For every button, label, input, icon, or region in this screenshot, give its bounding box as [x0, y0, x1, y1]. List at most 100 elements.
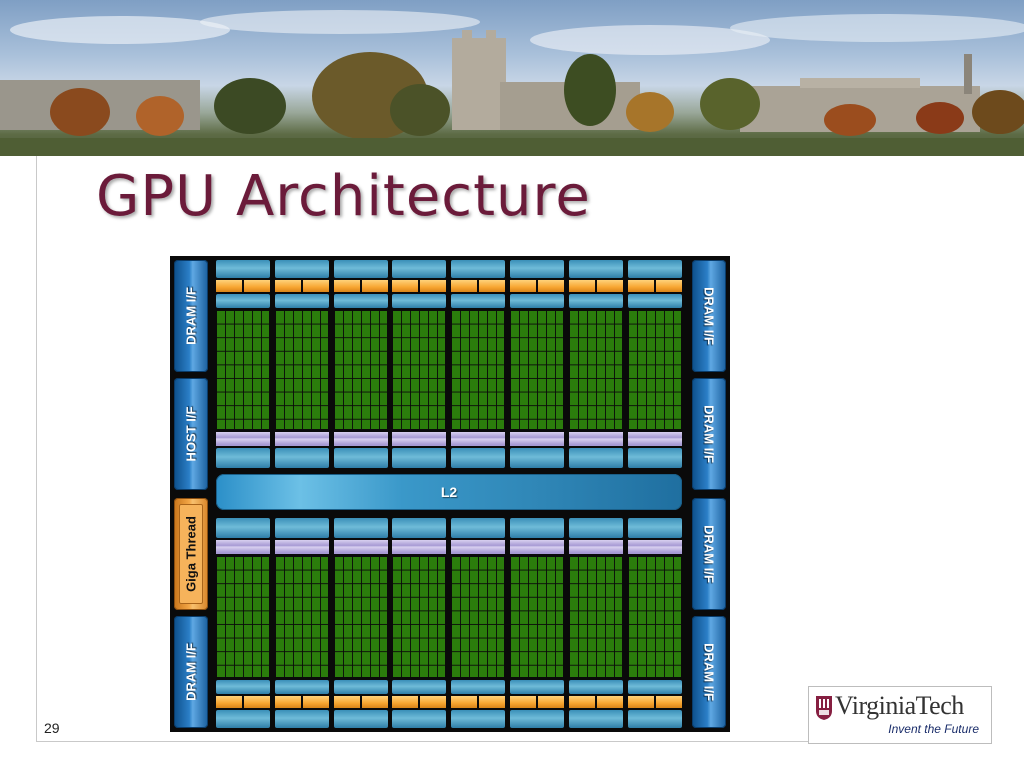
warp-scheduler-bar	[392, 696, 446, 708]
right-dram-interface-1-label: DRAM I/F	[701, 287, 717, 345]
warp-scheduler-bar	[569, 280, 623, 292]
warp-scheduler-bar	[510, 696, 564, 708]
shared-memory-bar	[451, 432, 505, 446]
campus-photo-illustration	[0, 10, 1024, 156]
texture-unit-bar	[628, 448, 682, 468]
instruction-cache-bar	[275, 260, 329, 278]
texture-unit-bar	[628, 518, 682, 538]
texture-unit-bar	[334, 518, 388, 538]
instruction-cache-bar	[216, 710, 270, 728]
shared-memory-bar	[569, 432, 623, 446]
logo-wordmark: VirginiaTech	[835, 691, 964, 720]
host-interface-label: HOST I/F	[183, 406, 199, 462]
register-file-bar	[334, 294, 388, 308]
streaming-multiprocessor-top	[216, 256, 270, 470]
cuda-core-grid	[569, 310, 623, 430]
register-file-bar	[569, 294, 623, 308]
giga-thread-label: Giga Thread	[183, 516, 199, 592]
shared-memory-bar	[451, 540, 505, 554]
cuda-core-grid	[334, 310, 388, 430]
texture-unit-bar	[216, 448, 270, 468]
left-dram-interface-top-label: DRAM I/F	[183, 287, 199, 345]
virginia-tech-logo: VirginiaTech Invent the Future	[808, 686, 992, 744]
host-interface: HOST I/F	[174, 378, 208, 490]
instruction-cache-bar	[510, 260, 564, 278]
instruction-cache-bar	[510, 710, 564, 728]
l2-cache: L2	[216, 474, 682, 510]
instruction-cache-bar	[451, 710, 505, 728]
streaming-multiprocessor-top	[275, 256, 329, 470]
warp-scheduler-bar	[510, 280, 564, 292]
gpu-architecture-diagram: DRAM I/F HOST I/F Giga Thread DRAM I/F D…	[170, 256, 730, 732]
streaming-multiprocessor-bottom	[451, 516, 505, 730]
streaming-multiprocessor-bottom	[392, 516, 446, 730]
streaming-multiprocessor-top	[451, 256, 505, 470]
instruction-cache-bar	[392, 710, 446, 728]
shared-memory-bar	[392, 432, 446, 446]
left-dram-interface-bottom-label: DRAM I/F	[183, 643, 199, 701]
streaming-multiprocessor-top	[510, 256, 564, 470]
slide-title: GPU Architecture	[96, 164, 591, 229]
instruction-cache-bar	[392, 260, 446, 278]
register-file-bar	[275, 294, 329, 308]
warp-scheduler-bar	[334, 696, 388, 708]
streaming-multiprocessor-bottom	[569, 516, 623, 730]
right-dram-interface-4-label: DRAM I/F	[701, 643, 717, 701]
right-dram-interface-3: DRAM I/F	[692, 498, 726, 610]
warp-scheduler-bar	[216, 280, 270, 292]
shared-memory-bar	[275, 432, 329, 446]
instruction-cache-bar	[451, 260, 505, 278]
warp-scheduler-bar	[451, 696, 505, 708]
right-dram-interface-4: DRAM I/F	[692, 616, 726, 728]
shared-memory-bar	[216, 540, 270, 554]
giga-thread-inner-panel	[179, 504, 203, 604]
texture-unit-bar	[216, 518, 270, 538]
cuda-core-grid	[569, 556, 623, 678]
instruction-cache-bar	[216, 260, 270, 278]
texture-unit-bar	[451, 518, 505, 538]
streaming-multiprocessor-bottom	[628, 516, 682, 730]
cuda-core-grid	[628, 310, 682, 430]
streaming-multiprocessor-bottom	[216, 516, 270, 730]
cuda-core-grid	[392, 310, 446, 430]
instruction-cache-bar	[628, 260, 682, 278]
logo-tagline: Invent the Future	[888, 722, 979, 736]
shared-memory-bar	[392, 540, 446, 554]
shared-memory-bar	[510, 432, 564, 446]
warp-scheduler-bar	[216, 696, 270, 708]
right-dram-interface-2-label: DRAM I/F	[701, 405, 717, 463]
texture-unit-bar	[569, 448, 623, 468]
cuda-core-grid	[392, 556, 446, 678]
register-file-bar	[628, 294, 682, 308]
warp-scheduler-bar	[628, 280, 682, 292]
streaming-multiprocessor-bottom	[275, 516, 329, 730]
texture-unit-bar	[392, 448, 446, 468]
slide-frame-left	[36, 156, 37, 742]
register-file-bar	[334, 680, 388, 694]
warp-scheduler-bar	[275, 696, 329, 708]
left-dram-interface-top: DRAM I/F	[174, 260, 208, 372]
register-file-bar	[216, 680, 270, 694]
shared-memory-bar	[628, 540, 682, 554]
warp-scheduler-bar	[392, 280, 446, 292]
texture-unit-bar	[451, 448, 505, 468]
texture-unit-bar	[510, 518, 564, 538]
cuda-core-grid	[510, 556, 564, 678]
instruction-cache-bar	[334, 710, 388, 728]
warp-scheduler-bar	[628, 696, 682, 708]
shared-memory-bar	[216, 432, 270, 446]
cuda-core-grid	[334, 556, 388, 678]
campus-banner-photo	[0, 0, 1024, 156]
texture-unit-bar	[569, 518, 623, 538]
shield-icon	[816, 696, 832, 720]
register-file-bar	[451, 680, 505, 694]
streaming-multiprocessor-top	[392, 256, 446, 470]
texture-unit-bar	[334, 448, 388, 468]
streaming-multiprocessor-bottom	[334, 516, 388, 730]
cuda-core-grid	[451, 310, 505, 430]
instruction-cache-bar	[275, 710, 329, 728]
shared-memory-bar	[569, 540, 623, 554]
l2-cache-label: L2	[440, 484, 458, 500]
shared-memory-bar	[510, 540, 564, 554]
shared-memory-bar	[334, 540, 388, 554]
